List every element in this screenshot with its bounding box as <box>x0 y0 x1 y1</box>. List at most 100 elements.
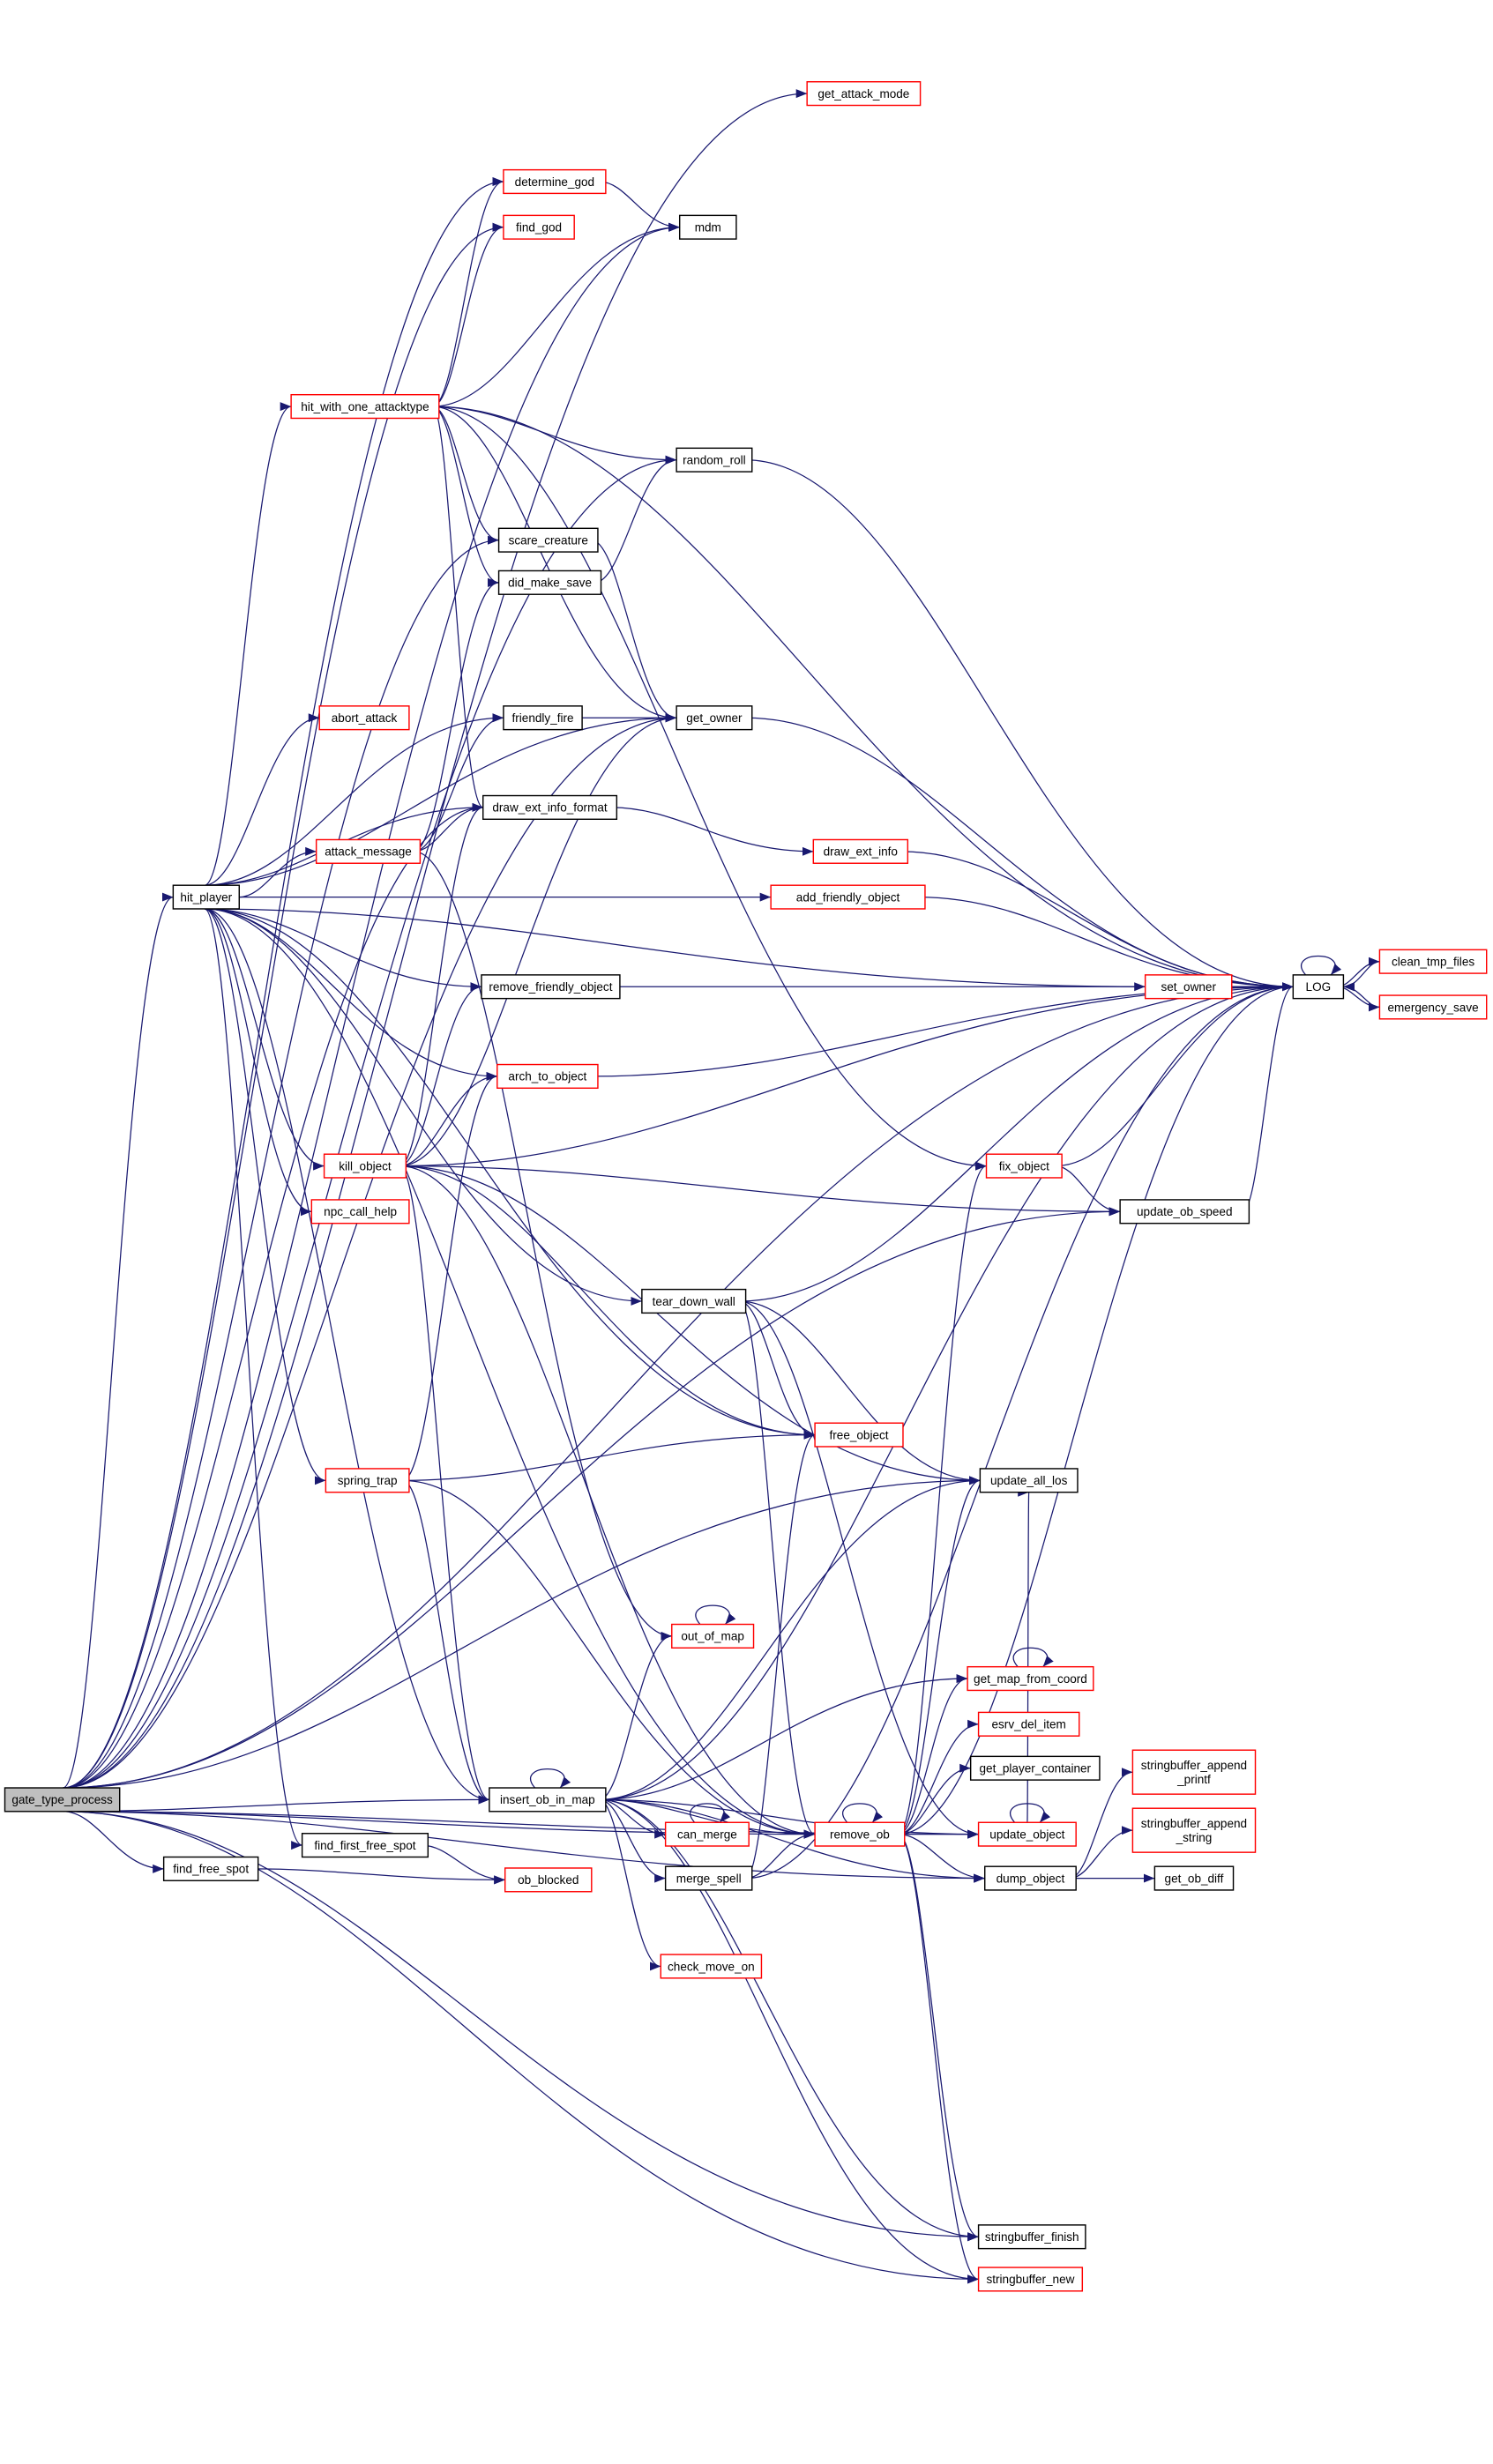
node-label: update_ob_speed <box>1137 1205 1232 1218</box>
node-label: LOG <box>1306 980 1332 994</box>
node-box <box>977 2267 1084 2292</box>
node-box <box>664 1821 750 1847</box>
node-emergency-save[interactable]: emergency_save <box>1378 994 1488 1020</box>
node-hit-player[interactable]: hit_player <box>172 884 240 910</box>
node-friendly-fire[interactable]: friendly_fire <box>503 705 583 731</box>
node-box <box>323 1153 407 1179</box>
node-draw-ext-info[interactable]: draw_ext_info <box>812 838 909 864</box>
node-find-god[interactable]: find_god <box>503 214 575 240</box>
node-arch-to-object[interactable]: arch_to_object <box>496 1063 599 1090</box>
node-label: determine_god <box>515 175 594 189</box>
node-set-owner[interactable]: set_owner <box>1144 974 1233 1000</box>
node-box <box>1153 1865 1235 1891</box>
node-kill-object[interactable]: kill_object <box>323 1153 407 1179</box>
node-label: kill_object <box>339 1159 392 1172</box>
edge-insert-ob-in-map-to-insert-ob-in-map <box>530 1768 571 1789</box>
node-did-make-save[interactable]: did_make_save <box>497 569 602 595</box>
node-dump-object[interactable]: dump_object <box>984 1865 1077 1891</box>
node-hit-with-one-attacktype[interactable]: hit_with_one_attacktype <box>290 393 440 420</box>
node-label: get_player_container <box>980 1762 1092 1775</box>
node-get-map-from-coord[interactable]: get_map_from_coord <box>967 1665 1094 1692</box>
node-box <box>481 974 621 1000</box>
node-label: draw_ext_info_format <box>492 801 608 815</box>
node-get-ob-diff[interactable]: get_ob_diff <box>1153 1865 1235 1891</box>
node-insert-ob-in-map[interactable]: insert_ob_in_map <box>489 1787 607 1813</box>
node-label: free_object <box>830 1428 889 1441</box>
node-random-roll[interactable]: random_roll <box>676 447 753 473</box>
node-label: clean_tmp_files <box>1392 956 1474 969</box>
node-mdm[interactable]: mdm <box>678 214 737 240</box>
node-box <box>1292 974 1345 1000</box>
node-abort-attack[interactable]: abort_attack <box>318 705 410 731</box>
node-get-player-container[interactable]: get_player_container <box>969 1755 1101 1781</box>
node-label: get_owner <box>686 711 743 725</box>
node-fix-object[interactable]: fix_object <box>985 1153 1063 1179</box>
node-box <box>1144 974 1233 1000</box>
node-label: merge_spell <box>676 1872 742 1885</box>
node-box <box>1378 994 1488 1020</box>
node-LOG[interactable]: LOG <box>1292 974 1345 1000</box>
node-determine-god[interactable]: determine_god <box>503 168 607 195</box>
node-stringbuffer-append-string[interactable]: stringbuffer_append_string <box>1131 1807 1257 1853</box>
edge-gate-type-process-to-mdm <box>63 222 680 1789</box>
edge-gate-type-process-to-scare-creature <box>63 535 499 1789</box>
node-get-owner[interactable]: get_owner <box>676 705 753 731</box>
node-find-free-spot[interactable]: find_free_spot <box>162 1856 259 1881</box>
node-label: _string <box>1176 1831 1213 1844</box>
node-out-of-map[interactable]: out_of_map <box>671 1623 755 1649</box>
node-label: npc_call_help <box>324 1205 397 1218</box>
node-can-merge[interactable]: can_merge <box>664 1821 750 1847</box>
node-free-object[interactable]: free_object <box>814 1422 904 1448</box>
edge-hit-player-to-insert-ob-in-map <box>205 908 489 1805</box>
edge-hit-player-to-hit-with-one-attacktype <box>204 402 292 886</box>
edge-draw-ext-info-to-LOG <box>901 851 1294 992</box>
node-update-ob-speed[interactable]: update_ob_speed <box>1119 1199 1250 1225</box>
edge-find-free-spot-to-ob-blocked <box>251 1868 505 1885</box>
node-attack-message[interactable]: attack_message <box>315 838 422 864</box>
edge-tear-down-wall-to-update-all-los <box>739 1300 981 1485</box>
node-label: remove_ob <box>830 1828 890 1841</box>
node-update-all-los[interactable]: update_all_los <box>979 1468 1079 1493</box>
node-ob-blocked[interactable]: ob_blocked <box>504 1867 593 1893</box>
node-label: update_all_los <box>990 1474 1068 1487</box>
node-draw-ext-info-format[interactable]: draw_ext_info_format <box>482 794 618 821</box>
node-esrv-del-item[interactable]: esrv_del_item <box>977 1711 1080 1737</box>
edge-spring-trap-to-insert-ob-in-map <box>402 1479 489 1805</box>
edge-fix-object-to-LOG <box>1055 982 1294 1167</box>
edge-find-first-free-spot-to-ob-blocked <box>422 1844 505 1885</box>
node-stringbuffer-new[interactable]: stringbuffer_new <box>977 2267 1084 2292</box>
edge-hit-player-to-remove-ob <box>205 908 816 1839</box>
node-clean-tmp-files[interactable]: clean_tmp_files <box>1378 949 1488 974</box>
node-npc-call-help[interactable]: npc_call_help <box>310 1199 410 1225</box>
edge-gate-type-process-to-update-ob-speed <box>63 1207 1121 1789</box>
node-box <box>806 81 922 107</box>
node-stringbuffer-append-printf[interactable]: stringbuffer_append_printf <box>1131 1749 1257 1795</box>
node-spring-trap[interactable]: spring_trap <box>325 1468 410 1493</box>
node-remove-friendly-object[interactable]: remove_friendly_object <box>481 974 621 1000</box>
node-box <box>301 1833 429 1858</box>
node-merge-spell[interactable]: merge_spell <box>664 1865 753 1891</box>
edge-attack-message-to-did-make-save <box>414 577 499 852</box>
node-label: check_move_on <box>668 1960 755 1973</box>
edge-hit-with-one-attacktype-to-draw-ext-info-format <box>432 406 484 812</box>
node-tear-down-wall[interactable]: tear_down_wall <box>641 1288 747 1314</box>
edge-insert-ob-in-map-to-merge-spell <box>599 1798 666 1883</box>
node-label: stringbuffer_finish <box>985 2230 1079 2244</box>
edge-remove-ob-to-stringbuffer-finish <box>898 1834 979 2242</box>
node-label: _printf <box>1176 1773 1211 1786</box>
node-update-object[interactable]: update_object <box>977 1821 1077 1847</box>
node-box <box>814 1422 904 1448</box>
node-check-move-on[interactable]: check_move_on <box>660 1954 763 1979</box>
node-remove-ob[interactable]: remove_ob <box>814 1821 906 1847</box>
edge-gate-type-process-to-random-roll <box>63 455 677 1789</box>
node-stringbuffer-finish[interactable]: stringbuffer_finish <box>977 2224 1086 2250</box>
node-find-first-free-spot[interactable]: find_first_free_spot <box>301 1833 429 1858</box>
node-scare-creature[interactable]: scare_creature <box>497 527 599 553</box>
edge-hit-player-to-spring-trap <box>204 908 326 1485</box>
edge-spring-trap-to-arch-to-object <box>402 1072 497 1481</box>
node-gate-type-process[interactable]: gate_type_process <box>4 1787 121 1813</box>
edge-add-friendly-object-to-LOG <box>918 896 1294 992</box>
node-get-attack-mode[interactable]: get_attack_mode <box>806 81 922 107</box>
node-add-friendly-object[interactable]: add_friendly_object <box>770 884 926 910</box>
edge-spring-trap-to-remove-ob <box>402 1479 816 1839</box>
